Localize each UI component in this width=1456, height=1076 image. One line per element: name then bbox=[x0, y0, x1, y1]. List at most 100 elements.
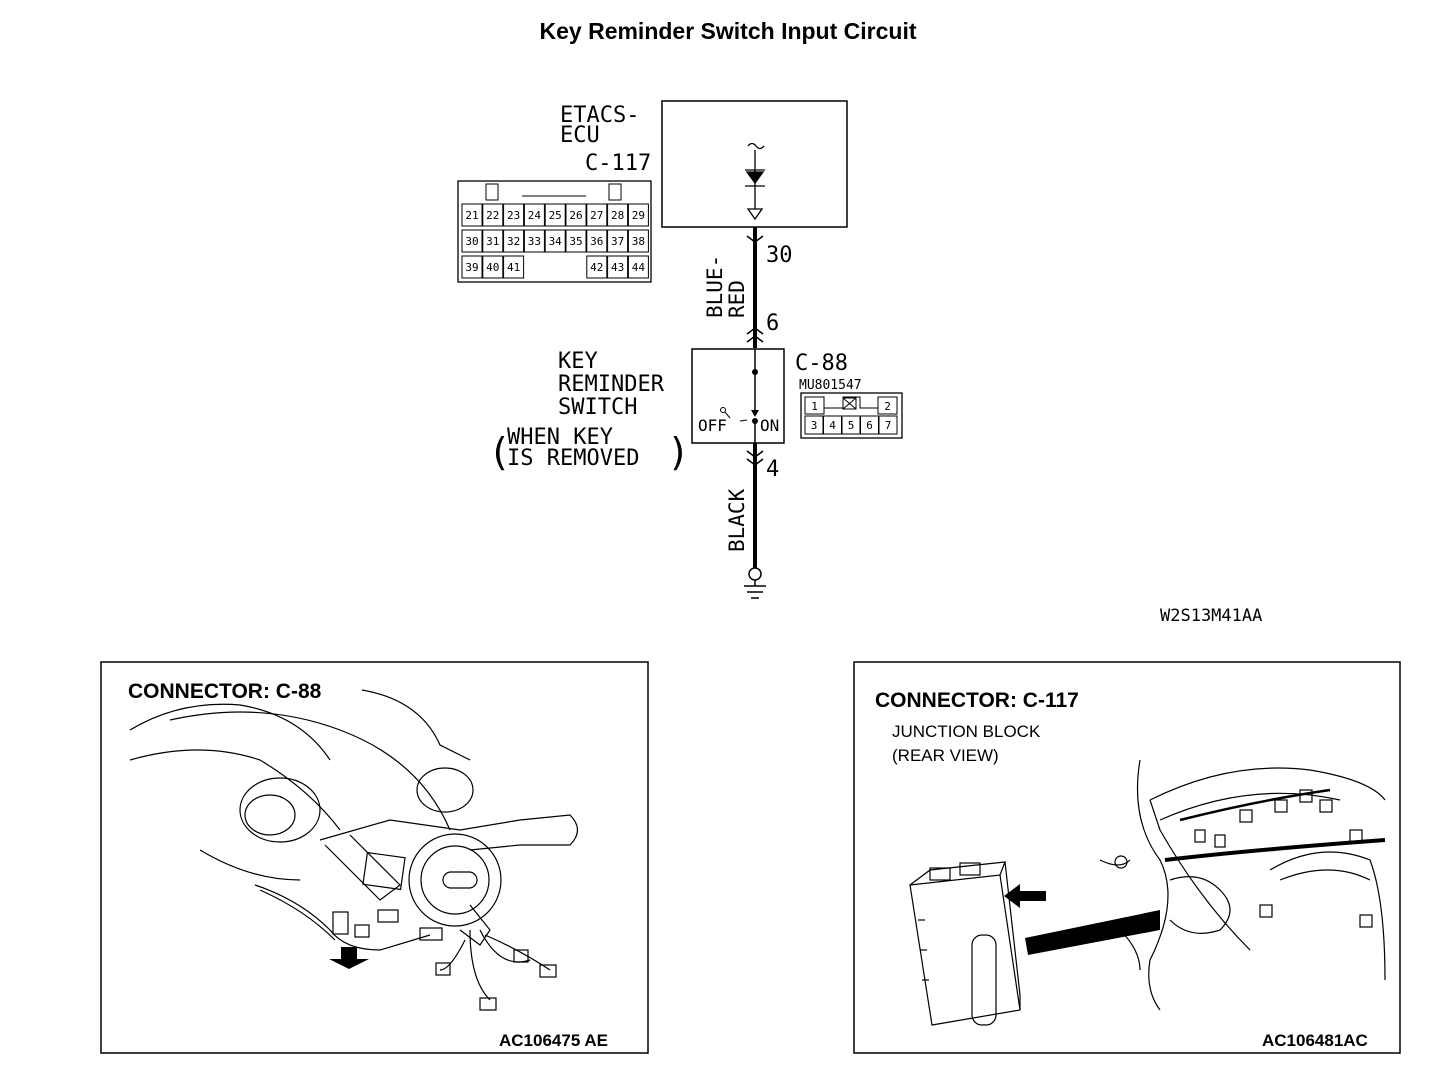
junction-block-illustration bbox=[909, 759, 1386, 1026]
c117-pin-label-cell bbox=[586, 203, 608, 227]
c117-connector-face: 21 22 23 24 25 26 27 28 29 30 31 32 33 34 35 36 37 38 39… bbox=[457, 180, 652, 283]
steering-column-illustration bbox=[129, 689, 579, 1011]
c117-pin-label-cell bbox=[586, 255, 608, 279]
c117-pin-label-cell bbox=[565, 229, 587, 253]
switch-name-line2: REMINDER bbox=[558, 372, 665, 397]
c88-pin-label: 6 bbox=[866, 419, 873, 432]
c117-pin-label-cell bbox=[461, 229, 483, 253]
c117-pin-label-cell bbox=[503, 229, 525, 253]
c117-pin-label: 33 bbox=[528, 235, 541, 248]
ground-symbol bbox=[744, 567, 766, 599]
c117-pin-label-cell bbox=[482, 203, 504, 227]
panel-right-code: AC106481AC bbox=[1262, 1031, 1368, 1050]
c117-pin-label-cell bbox=[523, 203, 545, 227]
c117-pin-label: 32 bbox=[507, 235, 520, 248]
c88-pin-label: 3 bbox=[811, 419, 818, 432]
switch-pin-bottom: 4 bbox=[766, 457, 779, 482]
diagram-code: W2S13M41AA bbox=[1160, 606, 1262, 626]
c117-pin-label-cell bbox=[627, 229, 649, 253]
c117-pin-label-cell bbox=[607, 255, 629, 279]
c117-pin-label: 21 bbox=[465, 209, 478, 222]
c117-pin-label: 27 bbox=[590, 209, 603, 222]
c117-pin-label-cell bbox=[503, 255, 525, 279]
location-arrow bbox=[329, 947, 369, 969]
c117-pin-label: 25 bbox=[549, 209, 562, 222]
lower-wire bbox=[746, 443, 764, 568]
c117-pin-label: 40 bbox=[486, 261, 499, 274]
panel-right-heading: CONNECTOR: C-117 bbox=[875, 689, 1079, 712]
c117-pin-label: 37 bbox=[611, 235, 624, 248]
c117-pin-label-cell bbox=[503, 203, 525, 227]
c117-pin-label: 29 bbox=[632, 209, 645, 222]
switch-note-line1: WHEN KEY bbox=[507, 425, 613, 450]
connector-c117-location-panel: CONNECTOR: C-117 JUNCTION BLOCK (REAR VI… bbox=[853, 661, 1401, 1054]
ecu-name-line1: ETACS- bbox=[560, 103, 639, 128]
c117-pin-label-cell bbox=[523, 229, 545, 253]
c117-pin-label: 23 bbox=[507, 209, 520, 222]
c117-pin-label-cell bbox=[482, 229, 504, 253]
c117-pin-label: 24 bbox=[528, 209, 542, 222]
c117-pin-label: 34 bbox=[549, 235, 563, 248]
c88-pin-label: 1 bbox=[811, 400, 818, 413]
c117-pin-label: 30 bbox=[465, 235, 478, 248]
c117-pin-label-cell bbox=[544, 229, 566, 253]
c117-pin-label-cell bbox=[565, 203, 587, 227]
c117-pin-label: 39 bbox=[465, 261, 478, 274]
switch-note-line2: IS REMOVED bbox=[507, 446, 639, 471]
ecu-name-line2: ECU bbox=[560, 123, 600, 148]
panel-right-sub-line2: (REAR VIEW) bbox=[892, 746, 999, 765]
c88-pin-label: 4 bbox=[829, 419, 836, 432]
switch-connector-label: C-88 bbox=[795, 351, 848, 376]
c88-pin-label: 2 bbox=[884, 400, 891, 413]
location-arrow bbox=[1004, 884, 1046, 908]
switch-contact-symbol bbox=[720, 349, 759, 443]
c117-pin-label-cell bbox=[586, 229, 608, 253]
c117-pin-label-cell bbox=[627, 255, 649, 279]
upper-wire bbox=[746, 227, 764, 348]
c117-pin-label-cell bbox=[482, 255, 504, 279]
ecu-internal-symbol bbox=[745, 142, 765, 221]
switch-pin-top: 6 bbox=[766, 311, 779, 336]
panel-left-heading: CONNECTOR: C-88 bbox=[128, 680, 322, 703]
connector-c88-location-panel: CONNECTOR: C-88 bbox=[100, 661, 649, 1054]
c117-pin-label: 35 bbox=[569, 235, 582, 248]
note-open-paren: ( bbox=[488, 430, 511, 474]
switch-part-number: MU801547 bbox=[799, 378, 862, 393]
c117-pin-label: 36 bbox=[590, 235, 603, 248]
c117-pin-label: 44 bbox=[632, 261, 646, 274]
c117-pin-label: 42 bbox=[590, 261, 603, 274]
switch-on-label: ON bbox=[760, 416, 779, 435]
c88-pin-label: 7 bbox=[885, 419, 892, 432]
page-title: Key Reminder Switch Input Circuit bbox=[539, 18, 917, 44]
wire-color-upper-line2: RED bbox=[725, 280, 749, 318]
panel-left-code: AC106475 AE bbox=[499, 1031, 608, 1050]
c117-pin-label: 22 bbox=[486, 209, 499, 222]
c117-pin-label: 31 bbox=[486, 235, 499, 248]
wire-color-lower: BLACK bbox=[725, 488, 749, 552]
switch-off-label: OFF bbox=[698, 416, 727, 435]
ecu-connector-label: C-117 bbox=[585, 151, 651, 176]
c117-pin-label: 38 bbox=[632, 235, 645, 248]
c117-pin-label: 43 bbox=[611, 261, 624, 274]
c117-pin-label: 41 bbox=[507, 261, 520, 274]
ecu-pin-number: 30 bbox=[766, 243, 793, 268]
c117-pin-label-cell bbox=[607, 229, 629, 253]
switch-name-line1: KEY bbox=[558, 349, 598, 374]
c88-pin-label: 5 bbox=[848, 419, 855, 432]
pointer-wedge bbox=[1025, 910, 1160, 955]
c117-pin-label-cell bbox=[607, 203, 629, 227]
c117-pin-label: 26 bbox=[569, 209, 582, 222]
c88-pin-label-cell bbox=[878, 415, 898, 435]
panel-right-sub-line1: JUNCTION BLOCK bbox=[892, 722, 1041, 741]
c117-pin-label-cell bbox=[461, 203, 483, 227]
c117-pin-label-cell bbox=[461, 255, 483, 279]
c117-pin-label: 28 bbox=[611, 209, 624, 222]
note-close-paren: ) bbox=[667, 430, 690, 474]
wire-color-upper-line1: BLUE- bbox=[703, 255, 727, 318]
switch-name-line3: SWITCH bbox=[558, 395, 637, 420]
c117-pin-label-cell bbox=[544, 203, 566, 227]
switch-box bbox=[691, 348, 785, 444]
c117-pin-label-cell bbox=[627, 203, 649, 227]
